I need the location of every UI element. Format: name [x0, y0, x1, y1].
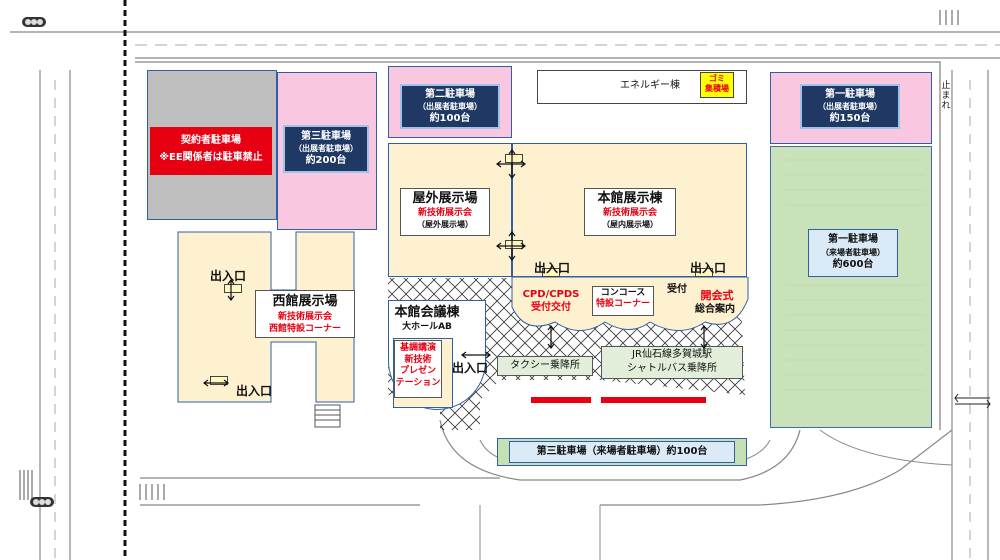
entrance-marker	[224, 284, 242, 293]
parking3-visitor-text: 第三駐車場（来場者駐車場）約100台	[536, 446, 708, 457]
opening-label: 開会式	[700, 289, 734, 302]
arrow-icon	[496, 160, 526, 168]
entrance-marker	[210, 376, 228, 385]
concourse-line2: 特設コーナー	[595, 299, 650, 310]
parking1-visitor-label: 第一駐車場 （来場者駐車場） 約600台	[808, 229, 898, 277]
arrow-icon	[508, 231, 516, 261]
concourse-line1: コンコース	[600, 288, 646, 298]
taxi-stop-label: タクシー乗降所	[510, 360, 580, 371]
shuttle-line2: シャトルバス乗降所	[627, 363, 717, 374]
program-line3: プレゼン	[399, 366, 436, 377]
concourse-label: コンコース 特設コーナー	[592, 286, 654, 316]
bus-red-bar	[601, 397, 706, 403]
parking1-exhibitor-sub: （出展者駐車場）	[818, 101, 882, 111]
entrance-label-conference: 出入口	[452, 361, 489, 375]
garbage-line1: ゴミ	[709, 74, 725, 83]
outdoor-hall-sub: （屋外展示場）	[417, 219, 473, 229]
arrow-icon	[547, 325, 555, 349]
arrow-icon	[461, 351, 491, 359]
shuttle-line1: JR仙石線多賀城駅	[632, 349, 712, 360]
outdoor-hall-title: 屋外展示場	[412, 191, 478, 206]
entrance-label-west-bottom: 出入口	[236, 384, 273, 398]
garbage-line2: 集積場	[705, 84, 729, 94]
contractor-parking-note: ※EE関係者は駐車禁止	[159, 152, 263, 163]
parking1-exhibitor-capacity: 約150台	[829, 113, 871, 125]
info-label: 総合案内	[695, 304, 735, 315]
main-hall-label: 本館展示棟 新技術展示会 （屋内展示場）	[584, 188, 676, 236]
parking1-visitor-title: 第一駐車場	[828, 234, 878, 245]
parking2-exhibitor-capacity: 約100台	[429, 113, 471, 125]
energy-building-label: エネルギー棟	[620, 80, 680, 91]
west-hall-event1: 新技術展示会	[277, 311, 332, 322]
left-road	[39, 70, 71, 560]
parking2-exhibitor-title: 第二駐車場	[425, 89, 475, 100]
taxi-stop	[497, 356, 593, 376]
entrance-label-west-top: 出入口	[210, 269, 247, 283]
parking1-exhibitor-label: 第一駐車場 （出展者駐車場） 約150台	[800, 84, 900, 129]
arrow-icon	[496, 242, 526, 250]
outdoor-hall-label: 屋外展示場 新技術展示会 （屋外展示場）	[400, 188, 490, 236]
entrance-label-main-right: 出入口	[690, 261, 727, 275]
main-hall-event: 新技術展示会	[602, 207, 657, 218]
top-road	[10, 31, 1000, 59]
contractor-parking-title: 契約者駐車場	[181, 135, 241, 146]
west-hall-label: 西館展示場 新技術展示会 西館特設コーナー	[255, 290, 355, 338]
cpd-line1: CPD/CPDS	[522, 289, 580, 300]
program-line4: テーション	[395, 378, 441, 389]
reception-label: 受付	[667, 284, 687, 295]
garbage-area: ゴミ 集積場	[700, 72, 734, 98]
parking3-exhibitor-label: 第三駐車場 （出展者駐車場） 約200台	[283, 125, 369, 173]
parking1-visitor-capacity: 約600台	[832, 259, 874, 271]
west-hall-event2: 西館特設コーナー	[268, 323, 341, 334]
contractor-parking-label: 契約者駐車場 ※EE関係者は駐車禁止	[150, 127, 272, 175]
arrow-icon	[700, 325, 708, 349]
parking1-visitor-sub: （来場者駐車場）	[821, 248, 885, 257]
shuttle-stop	[601, 346, 743, 379]
parking1-visitor-area	[770, 146, 932, 428]
bottom-road	[140, 477, 760, 506]
parking2-exhibitor-label: 第二駐車場 （出展者駐車場） 約100台	[400, 84, 500, 129]
main-hall-title: 本館展示棟	[597, 191, 663, 206]
conference-title: 本館会議棟	[394, 305, 460, 320]
entrance-marker	[505, 154, 523, 163]
parking2-exhibitor-sub: （出展者駐車場）	[418, 101, 482, 111]
program-line1: 基調講演	[399, 343, 436, 353]
conference-sub: 大ホールAB	[402, 322, 452, 332]
arrow-icon	[508, 149, 516, 179]
stop-sign-text: 止まれ	[941, 81, 951, 111]
outdoor-hall-event: 新技術展示会	[417, 207, 472, 218]
west-hall-title: 西館展示場	[272, 294, 338, 309]
traffic-light-icon	[22, 17, 54, 507]
parking3-exhibitor-sub: （出展者駐車場）	[294, 143, 358, 153]
arrow-icon	[227, 279, 235, 301]
taxi-red-bar	[531, 397, 591, 403]
parking3-visitor-label: 第三駐車場（来場者駐車場）約100台	[509, 441, 735, 463]
cpd-line2: 受付交付	[531, 302, 571, 313]
parking1-exhibitor-title: 第一駐車場	[825, 89, 875, 100]
program-line2: 新技術	[404, 354, 432, 365]
entrance-label-main-left: 出入口	[534, 261, 571, 275]
parking3-exhibitor-title: 第三駐車場	[301, 131, 351, 142]
arrow-icon	[203, 379, 229, 387]
parking3-exhibitor-capacity: 約200台	[305, 155, 347, 167]
conference-program: 基調講演 新技術 プレゼン テーション	[394, 340, 442, 398]
main-hall-sub: （屋内展示場）	[602, 219, 658, 229]
right-road	[951, 70, 989, 560]
